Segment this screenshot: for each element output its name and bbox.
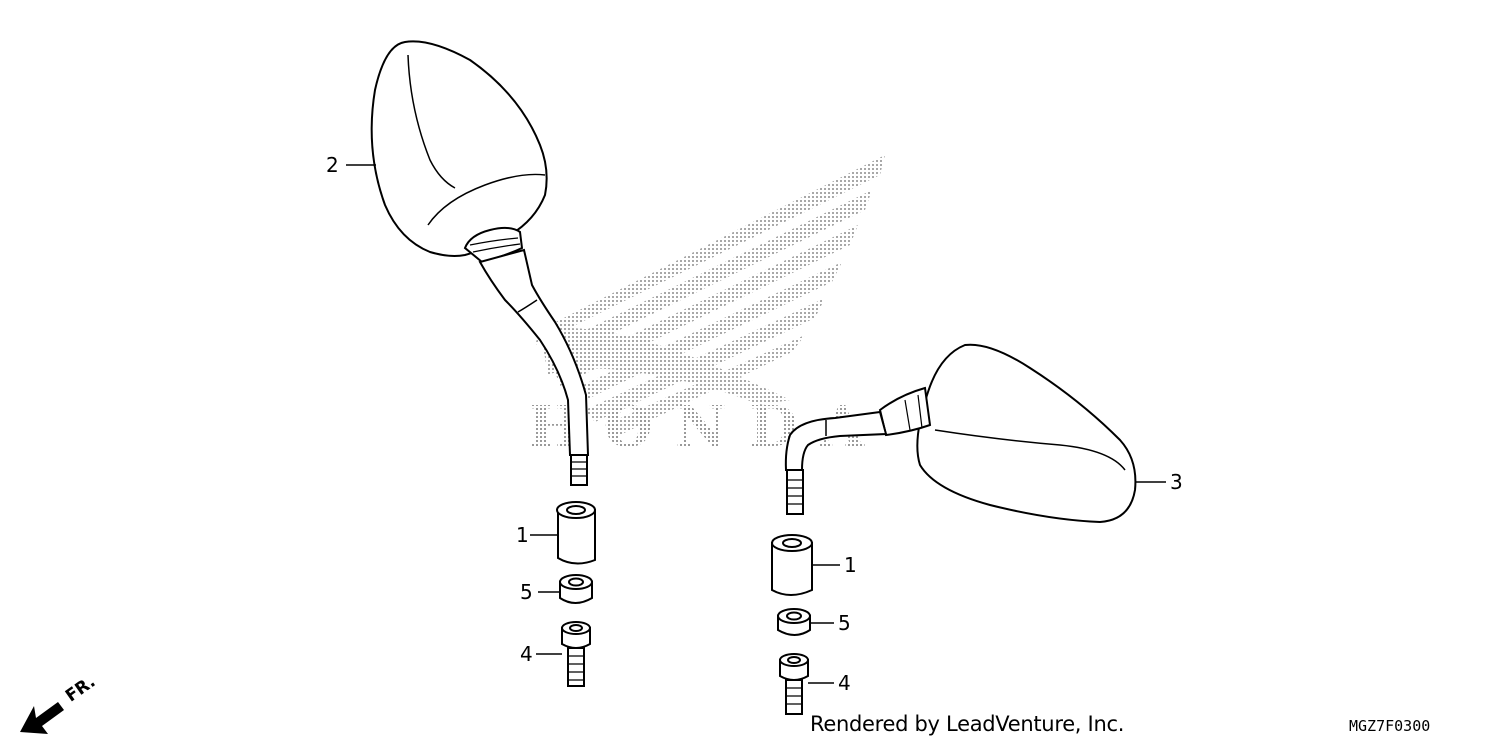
callout-5-right: 5 [838, 611, 851, 635]
leader-lines [346, 164, 1166, 684]
right-adapter [771, 534, 813, 596]
render-credit: Rendered by LeadVenture, Inc. [810, 712, 1125, 736]
callout-1-right: 1 [844, 553, 857, 577]
callout-2: 2 [326, 153, 339, 177]
callout-4-right: 4 [838, 671, 851, 695]
left-adapter [556, 501, 596, 565]
left-mirror [370, 40, 590, 486]
left-bolt [561, 621, 591, 687]
callout-1-left: 1 [516, 523, 529, 547]
right-nut [777, 608, 811, 636]
right-mirror [784, 343, 1137, 524]
callout-5-left: 5 [520, 580, 533, 604]
honda-wing-watermark [535, 155, 885, 435]
callout-4-left: 4 [520, 642, 533, 666]
arrow-down-left-icon [20, 702, 64, 734]
callout-3: 3 [1170, 470, 1183, 494]
diagram-code: MGZ7F0300 [1349, 717, 1431, 735]
left-nut [559, 574, 593, 604]
right-bolt [779, 653, 809, 715]
